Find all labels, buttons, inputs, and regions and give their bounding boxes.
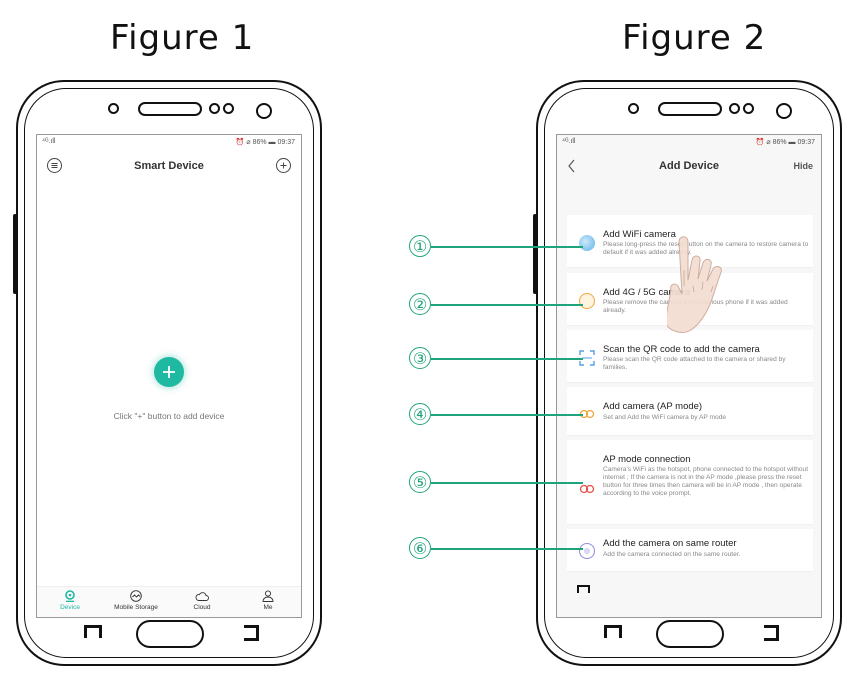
status-right: ⏰ ⌀ 86% ▬ 09:37 <box>235 139 295 146</box>
tab-label: Device <box>60 604 80 611</box>
ap-connection-icon <box>579 484 595 494</box>
callout-line-2 <box>431 304 583 306</box>
callout-line-5 <box>431 482 583 484</box>
add-device-button[interactable] <box>154 357 184 387</box>
tab-label: Me <box>263 604 273 611</box>
menu-item-title: Add camera (AP mode) <box>603 401 703 412</box>
side-button <box>533 214 537 294</box>
ap-mode-icon <box>579 409 595 419</box>
chevron-left-icon[interactable] <box>567 159 577 173</box>
menu-item-title: Add WiFi camera <box>603 229 676 240</box>
front-camera <box>776 103 792 119</box>
phone-1-bezel <box>24 88 314 658</box>
menu-item-desc: Camera's WiFi as the hotspot, phone conn… <box>603 466 809 497</box>
phone-2: ⁴ᴳ.ıll ⏰ ⌀ 86% ▬ 09:37 Add Device Hide A… <box>533 80 842 666</box>
menu-item-desc: Set and Add the WiFi camera by AP mode <box>603 414 727 421</box>
menu-item-ap-mode[interactable]: Add camera (AP mode) Set and Add the WiF… <box>567 387 813 436</box>
status-right: ⏰ ⌀ 86% ▬ 09:37 <box>755 139 815 146</box>
app-header: Add Device Hide <box>557 153 821 181</box>
wifi-camera-icon <box>579 235 595 251</box>
callout-4: ④ <box>409 403 431 425</box>
figure-2-title: Figure 2 <box>622 18 767 58</box>
callout-line-3 <box>431 358 583 360</box>
router-icon <box>579 543 595 559</box>
menu-item-title: AP mode connection <box>603 454 691 465</box>
page-title: Smart Device <box>134 160 204 172</box>
menu-item-scan-qr[interactable]: Scan the QR code to add the camera Pleas… <box>567 330 813 383</box>
menu-item-desc: Please scan the QR code attached to the … <box>603 356 786 371</box>
qr-scan-icon <box>579 350 595 366</box>
pointing-hand-icon <box>667 236 722 333</box>
menu-item-desc: Please long-press the reset button on th… <box>603 241 809 256</box>
callout-line-4 <box>431 414 583 416</box>
empty-hint: Click "+" button to add device <box>113 411 225 421</box>
back-button[interactable] <box>244 625 259 641</box>
callout-3: ③ <box>409 347 431 369</box>
hardware-nav <box>18 618 320 648</box>
signal-indicator: ⁴ᴳ.ıll <box>42 138 56 145</box>
callout-line-6 <box>431 548 583 550</box>
storage-icon <box>130 590 142 602</box>
home-button[interactable] <box>656 620 724 648</box>
menu-item-title: Add the camera on same router <box>603 538 737 549</box>
phone-1: ⁴ᴳ.ıll ⏰ ⌀ 86% ▬ 09:37 Smart Device Clic… <box>13 80 322 666</box>
menu-item-desc: Add the camera connected on the same rou… <box>603 551 741 558</box>
page-title: Add Device <box>659 160 719 172</box>
front-camera <box>256 103 272 119</box>
sensor-dot <box>743 103 754 114</box>
side-button <box>13 214 17 294</box>
back-button[interactable] <box>764 625 779 641</box>
4g-camera-icon <box>579 293 595 309</box>
home-button[interactable] <box>136 620 204 648</box>
phone-top-sensors <box>538 100 840 130</box>
callout-6: ⑥ <box>409 537 431 559</box>
figure-1-title: Figure 1 <box>110 18 255 58</box>
phone-2-bezel <box>544 88 834 658</box>
recent-apps-button[interactable] <box>84 625 102 638</box>
recent-apps-button[interactable] <box>604 625 622 638</box>
callout-line-1 <box>431 246 583 248</box>
speaker-grill <box>138 102 202 116</box>
sensor-dot <box>108 103 119 114</box>
plus-circle-icon[interactable] <box>276 158 291 173</box>
menu-item-same-router[interactable]: Add the camera on same router Add the ca… <box>567 529 813 572</box>
phone-top-sensors <box>18 100 320 130</box>
hide-button[interactable]: Hide <box>793 161 813 171</box>
sensor-dot <box>628 103 639 114</box>
menu-item-ap-connection[interactable]: AP mode connection Camera's WiFi as the … <box>567 440 813 525</box>
tab-mobile-storage[interactable]: Mobile Storage <box>103 590 169 611</box>
speaker-grill <box>658 102 722 116</box>
callout-5: ⑤ <box>409 471 431 493</box>
tab-me[interactable]: Me <box>235 590 301 611</box>
cloud-icon <box>195 592 209 601</box>
signal-indicator: ⁴ᴳ.ıll <box>562 138 576 145</box>
tab-device[interactable]: Device <box>37 590 103 611</box>
sensor-dot <box>223 103 234 114</box>
menu-item-title: Add 4G / 5G camera <box>603 287 691 298</box>
status-bar: ⁴ᴳ.ıll ⏰ ⌀ 86% ▬ 09:37 <box>557 137 821 149</box>
person-icon <box>262 590 274 602</box>
hardware-nav <box>538 618 840 648</box>
status-bar: ⁴ᴳ.ıll ⏰ ⌀ 86% ▬ 09:37 <box>37 137 301 149</box>
bottom-nav-square <box>577 585 590 593</box>
tab-label: Cloud <box>193 604 211 611</box>
plus-icon <box>163 366 175 378</box>
app-header: Smart Device <box>37 153 301 181</box>
menu-item-title: Scan the QR code to add the camera <box>603 344 760 355</box>
tab-cloud[interactable]: Cloud <box>169 590 235 611</box>
list-icon[interactable] <box>47 158 62 173</box>
camera-icon <box>65 590 75 602</box>
phone-1-screen: ⁴ᴳ.ıll ⏰ ⌀ 86% ▬ 09:37 Smart Device Clic… <box>36 134 302 618</box>
bottom-tab-bar: Device Mobile Storage Cloud Me <box>37 586 301 617</box>
sensor-dot <box>729 103 740 114</box>
callout-1: ① <box>409 235 431 257</box>
sensor-dot <box>209 103 220 114</box>
callout-2: ② <box>409 293 431 315</box>
phone-2-screen: ⁴ᴳ.ıll ⏰ ⌀ 86% ▬ 09:37 Add Device Hide A… <box>556 134 822 618</box>
tab-label: Mobile Storage <box>114 604 158 611</box>
